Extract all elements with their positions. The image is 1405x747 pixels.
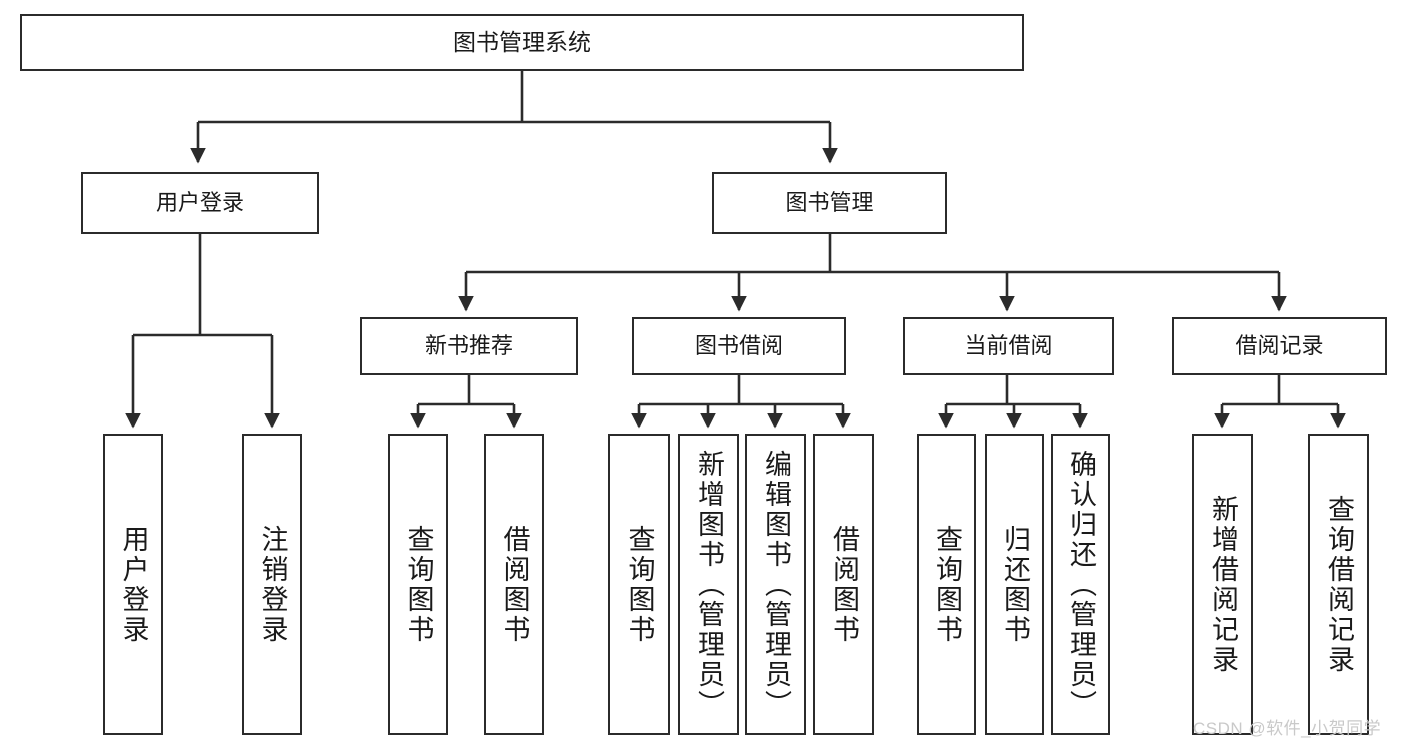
node-label: 编辑图书（管理员） [761,449,791,720]
node-book-borrow[interactable]: 图书借阅 [632,317,846,375]
node-label: 用户登录 [155,190,244,216]
node-label: 查询图书 [932,524,962,645]
leaf-edit-book-admin[interactable]: 编辑图书（管理员） [745,434,806,735]
node-label: 查询图书 [624,524,655,645]
node-label: 图书管理 [785,190,874,216]
leaf-return-book[interactable]: 归还图书 [985,434,1044,735]
leaf-query-borrow-record[interactable]: 查询借阅记录 [1308,434,1369,735]
node-label: 新增图书（管理员） [694,449,724,720]
leaf-user-login[interactable]: 用户登录 [103,434,163,735]
leaf-query-book-recommend[interactable]: 查询图书 [388,434,448,735]
node-borrow-record[interactable]: 借阅记录 [1172,317,1387,375]
node-label: 图书管理系统 [453,28,591,55]
node-new-book-recommend[interactable]: 新书推荐 [360,317,578,375]
leaf-confirm-return-admin[interactable]: 确认归还（管理员） [1051,434,1110,735]
node-label: 借阅图书 [499,524,530,645]
node-label: 新增借阅记录 [1208,494,1238,675]
leaf-logout[interactable]: 注销登录 [242,434,302,735]
node-user-login[interactable]: 用户登录 [81,172,319,234]
node-label: 借阅图书 [829,524,859,645]
node-current-borrow[interactable]: 当前借阅 [903,317,1114,375]
leaf-add-book-admin[interactable]: 新增图书（管理员） [678,434,739,735]
watermark: CSDN @软件_小贺同学 [1193,719,1382,738]
node-label: 确认归还（管理员） [1066,449,1096,720]
node-label: 注销登录 [257,524,288,645]
leaf-borrow-book[interactable]: 借阅图书 [813,434,874,735]
node-label: 查询借阅记录 [1324,494,1354,675]
node-label: 新书推荐 [424,333,513,359]
node-book-management[interactable]: 图书管理 [712,172,947,234]
node-label: 图书借阅 [694,333,783,359]
leaf-query-book-borrow[interactable]: 查询图书 [608,434,670,735]
node-label: 归还图书 [1000,524,1030,645]
node-label: 查询图书 [403,524,434,645]
leaf-query-book-current[interactable]: 查询图书 [917,434,976,735]
node-root-system[interactable]: 图书管理系统 [20,14,1024,71]
node-label: 当前借阅 [964,333,1053,359]
node-label: 用户登录 [118,524,149,645]
leaf-add-borrow-record[interactable]: 新增借阅记录 [1192,434,1253,735]
leaf-borrow-book-recommend[interactable]: 借阅图书 [484,434,544,735]
node-label: 借阅记录 [1235,333,1324,359]
